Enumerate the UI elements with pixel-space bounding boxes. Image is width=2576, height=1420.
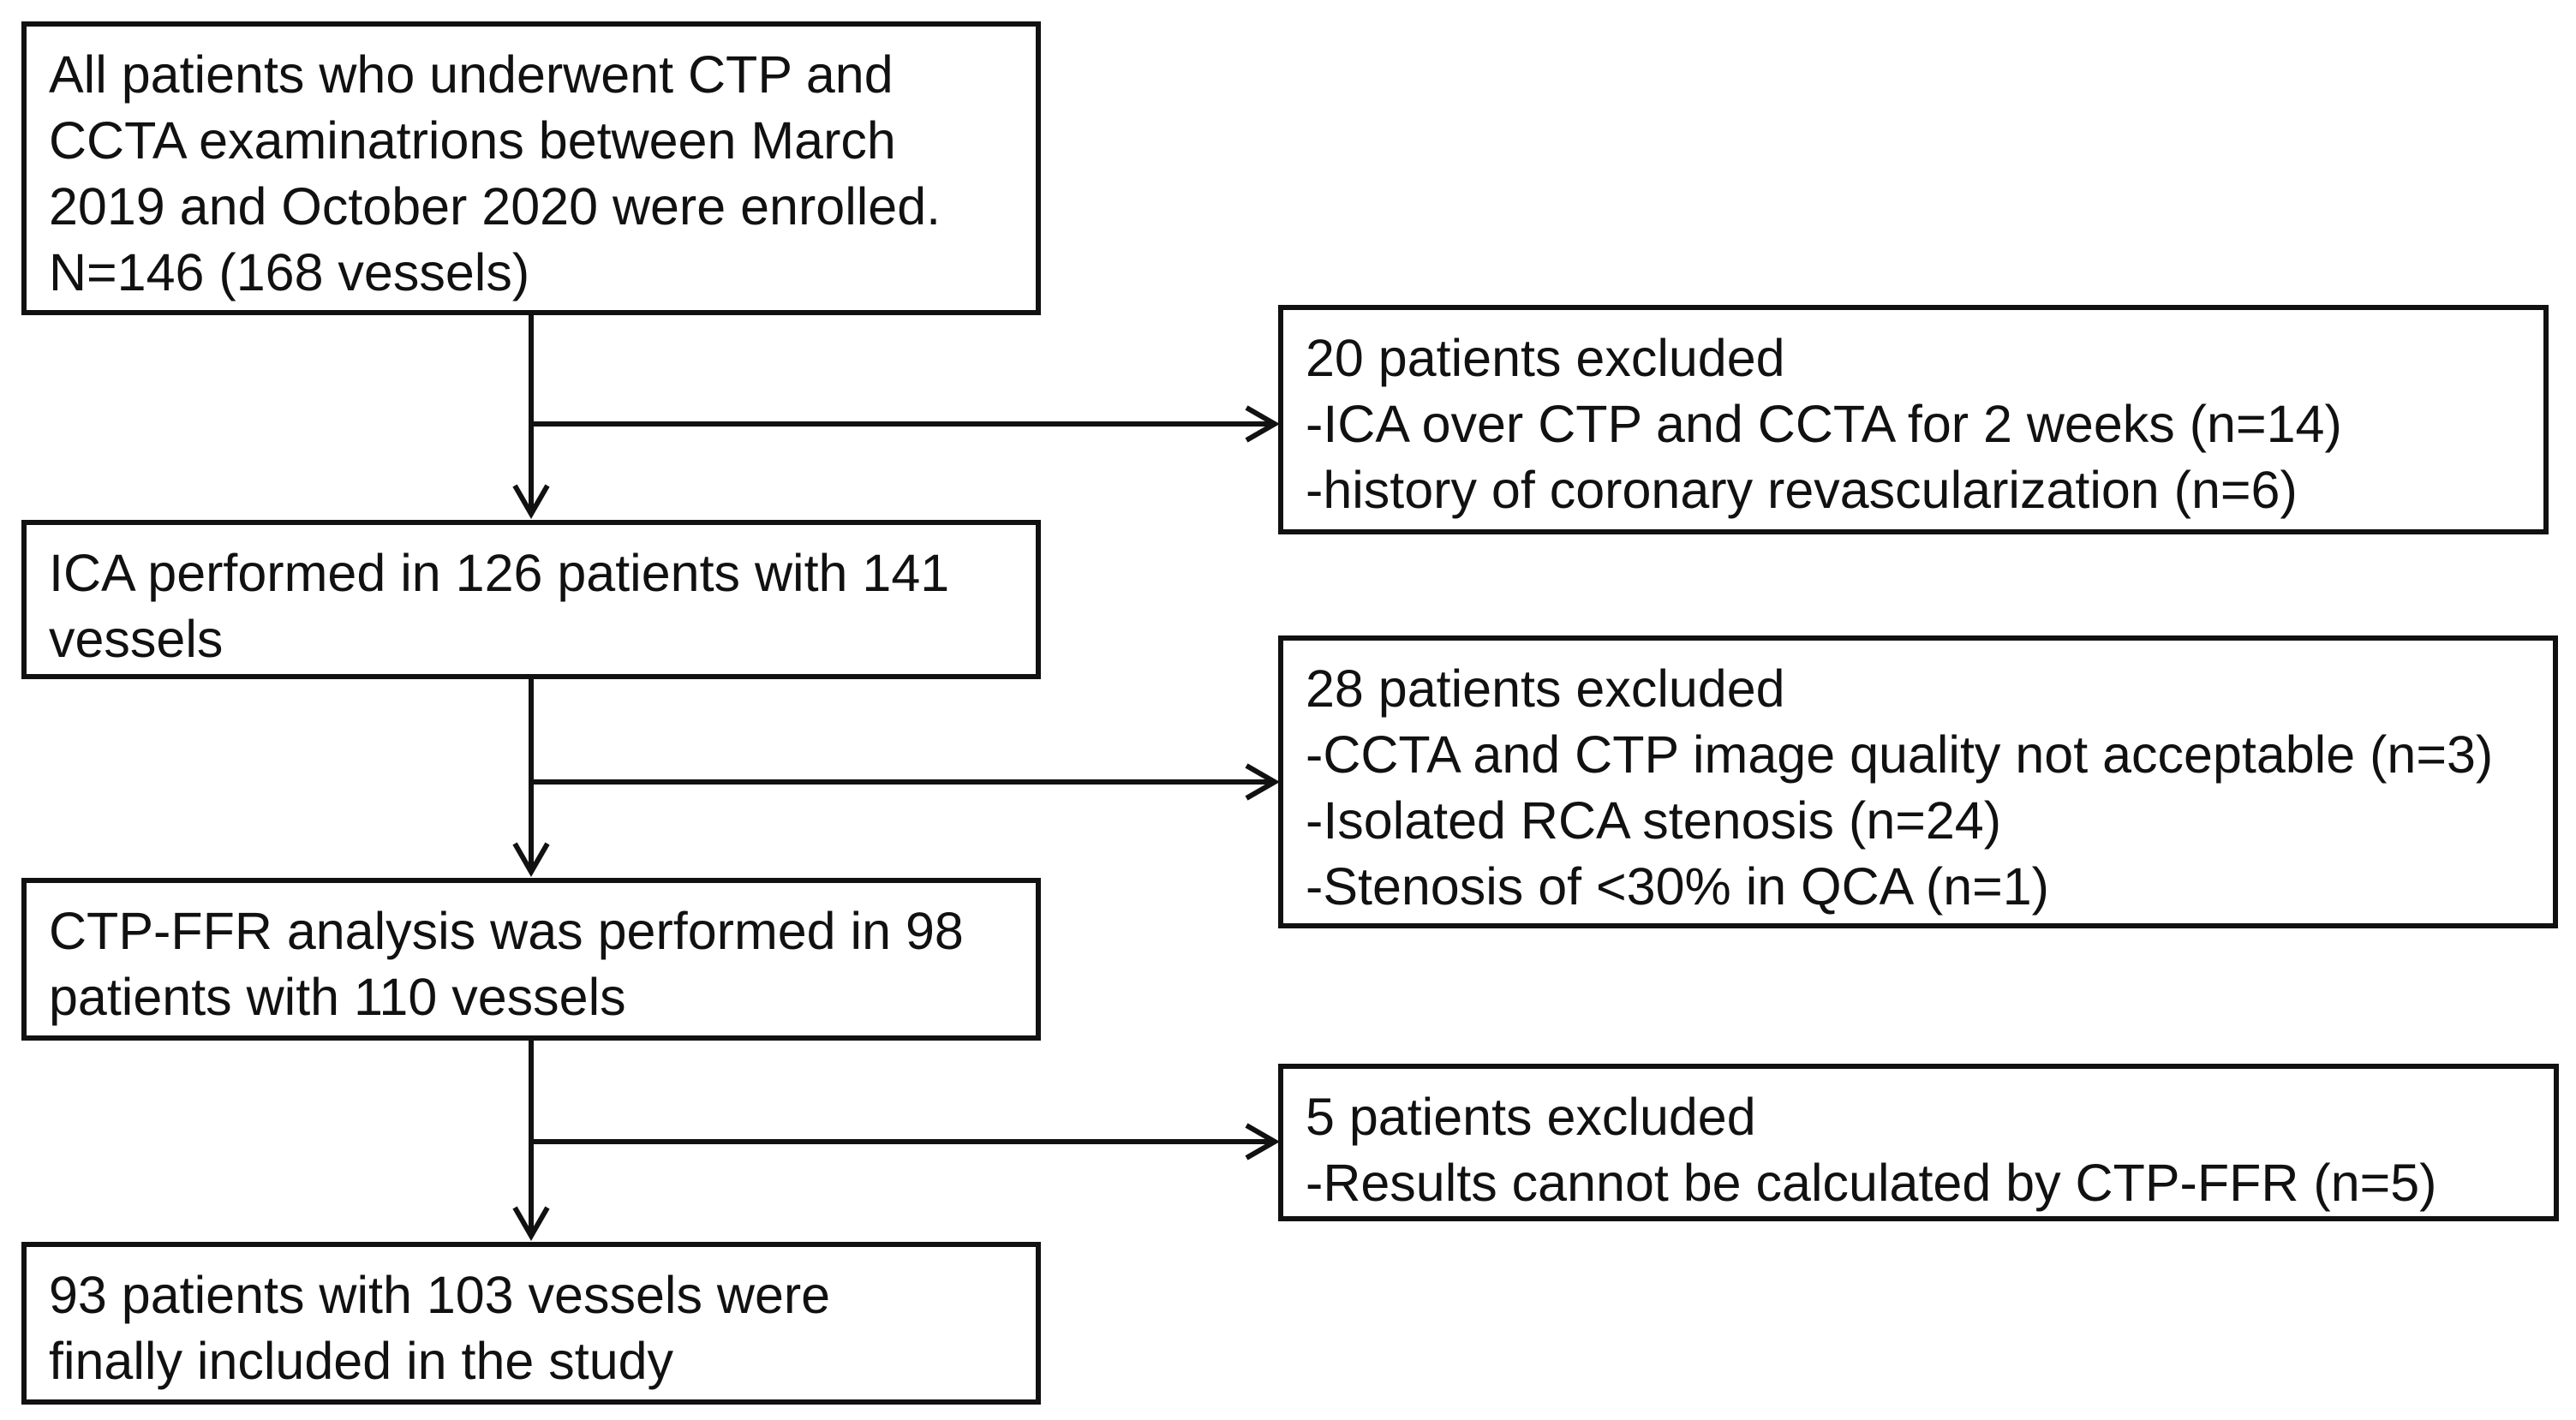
box-text-line: All patients who underwent CTP and: [49, 45, 894, 104]
exclusion-heading: 28 patients excluded: [1306, 659, 1785, 718]
box-text-line: vessels: [49, 610, 224, 668]
box-text-line: ICA performed in 126 patients with 141: [49, 544, 950, 602]
down-arrowhead-3: [512, 1206, 550, 1242]
ica-performed-box: ICA performed in 126 patients with 141 v…: [21, 520, 1041, 679]
exclusion-reason: -Isolated RCA stenosis (n=24): [1306, 791, 2002, 850]
box-text-line: 93 patients with 103 vessels were: [49, 1266, 831, 1324]
ctp-ffr-analysis-box: CTP-FFR analysis was performed in 98 pat…: [21, 878, 1041, 1041]
side-arrowhead-2: [1245, 763, 1281, 801]
exclusion-reason: -ICA over CTP and CCTA for 2 weeks (n=14…: [1306, 395, 2342, 453]
exclusion-reason: -history of coronary revascularization (…: [1306, 461, 2298, 519]
box-text-line: finally included in the study: [49, 1332, 674, 1390]
exclusion-box-3: 5 patients excluded -Results cannot be c…: [1278, 1064, 2559, 1221]
exclusion-box-1: 20 patients excluded -ICA over CTP and C…: [1278, 305, 2549, 534]
final-included-box: 93 patients with 103 vessels were finall…: [21, 1242, 1041, 1405]
exclusion-reason: -CCTA and CTP image quality not acceptab…: [1306, 725, 2494, 784]
enrolled-patients-box: All patients who underwent CTP and CCTA …: [21, 21, 1041, 315]
exclusion-reason: -Stenosis of <30% in QCA (n=1): [1306, 857, 2049, 916]
exclusion-heading: 20 patients excluded: [1306, 329, 1785, 387]
box-text-line: patients with 110 vessels: [49, 968, 626, 1026]
down-arrowhead-1: [512, 484, 550, 520]
box-text-line: CCTA examinatrions between March: [49, 111, 896, 170]
down-arrowhead-2: [512, 842, 550, 878]
exclusion-reason: -Results cannot be calculated by CTP-FFR…: [1306, 1154, 2437, 1212]
side-arrowhead-1: [1245, 405, 1281, 443]
exclusion-box-2: 28 patients excluded -CCTA and CTP image…: [1278, 635, 2558, 928]
exclusion-heading: 5 patients excluded: [1306, 1088, 1756, 1146]
box-text-line: 2019 and October 2020 were enrolled.: [49, 177, 941, 236]
box-text-line: N=146 (168 vessels): [49, 243, 530, 301]
box-text-line: CTP-FFR analysis was performed in 98: [49, 902, 964, 960]
side-arrowhead-3: [1245, 1123, 1281, 1160]
